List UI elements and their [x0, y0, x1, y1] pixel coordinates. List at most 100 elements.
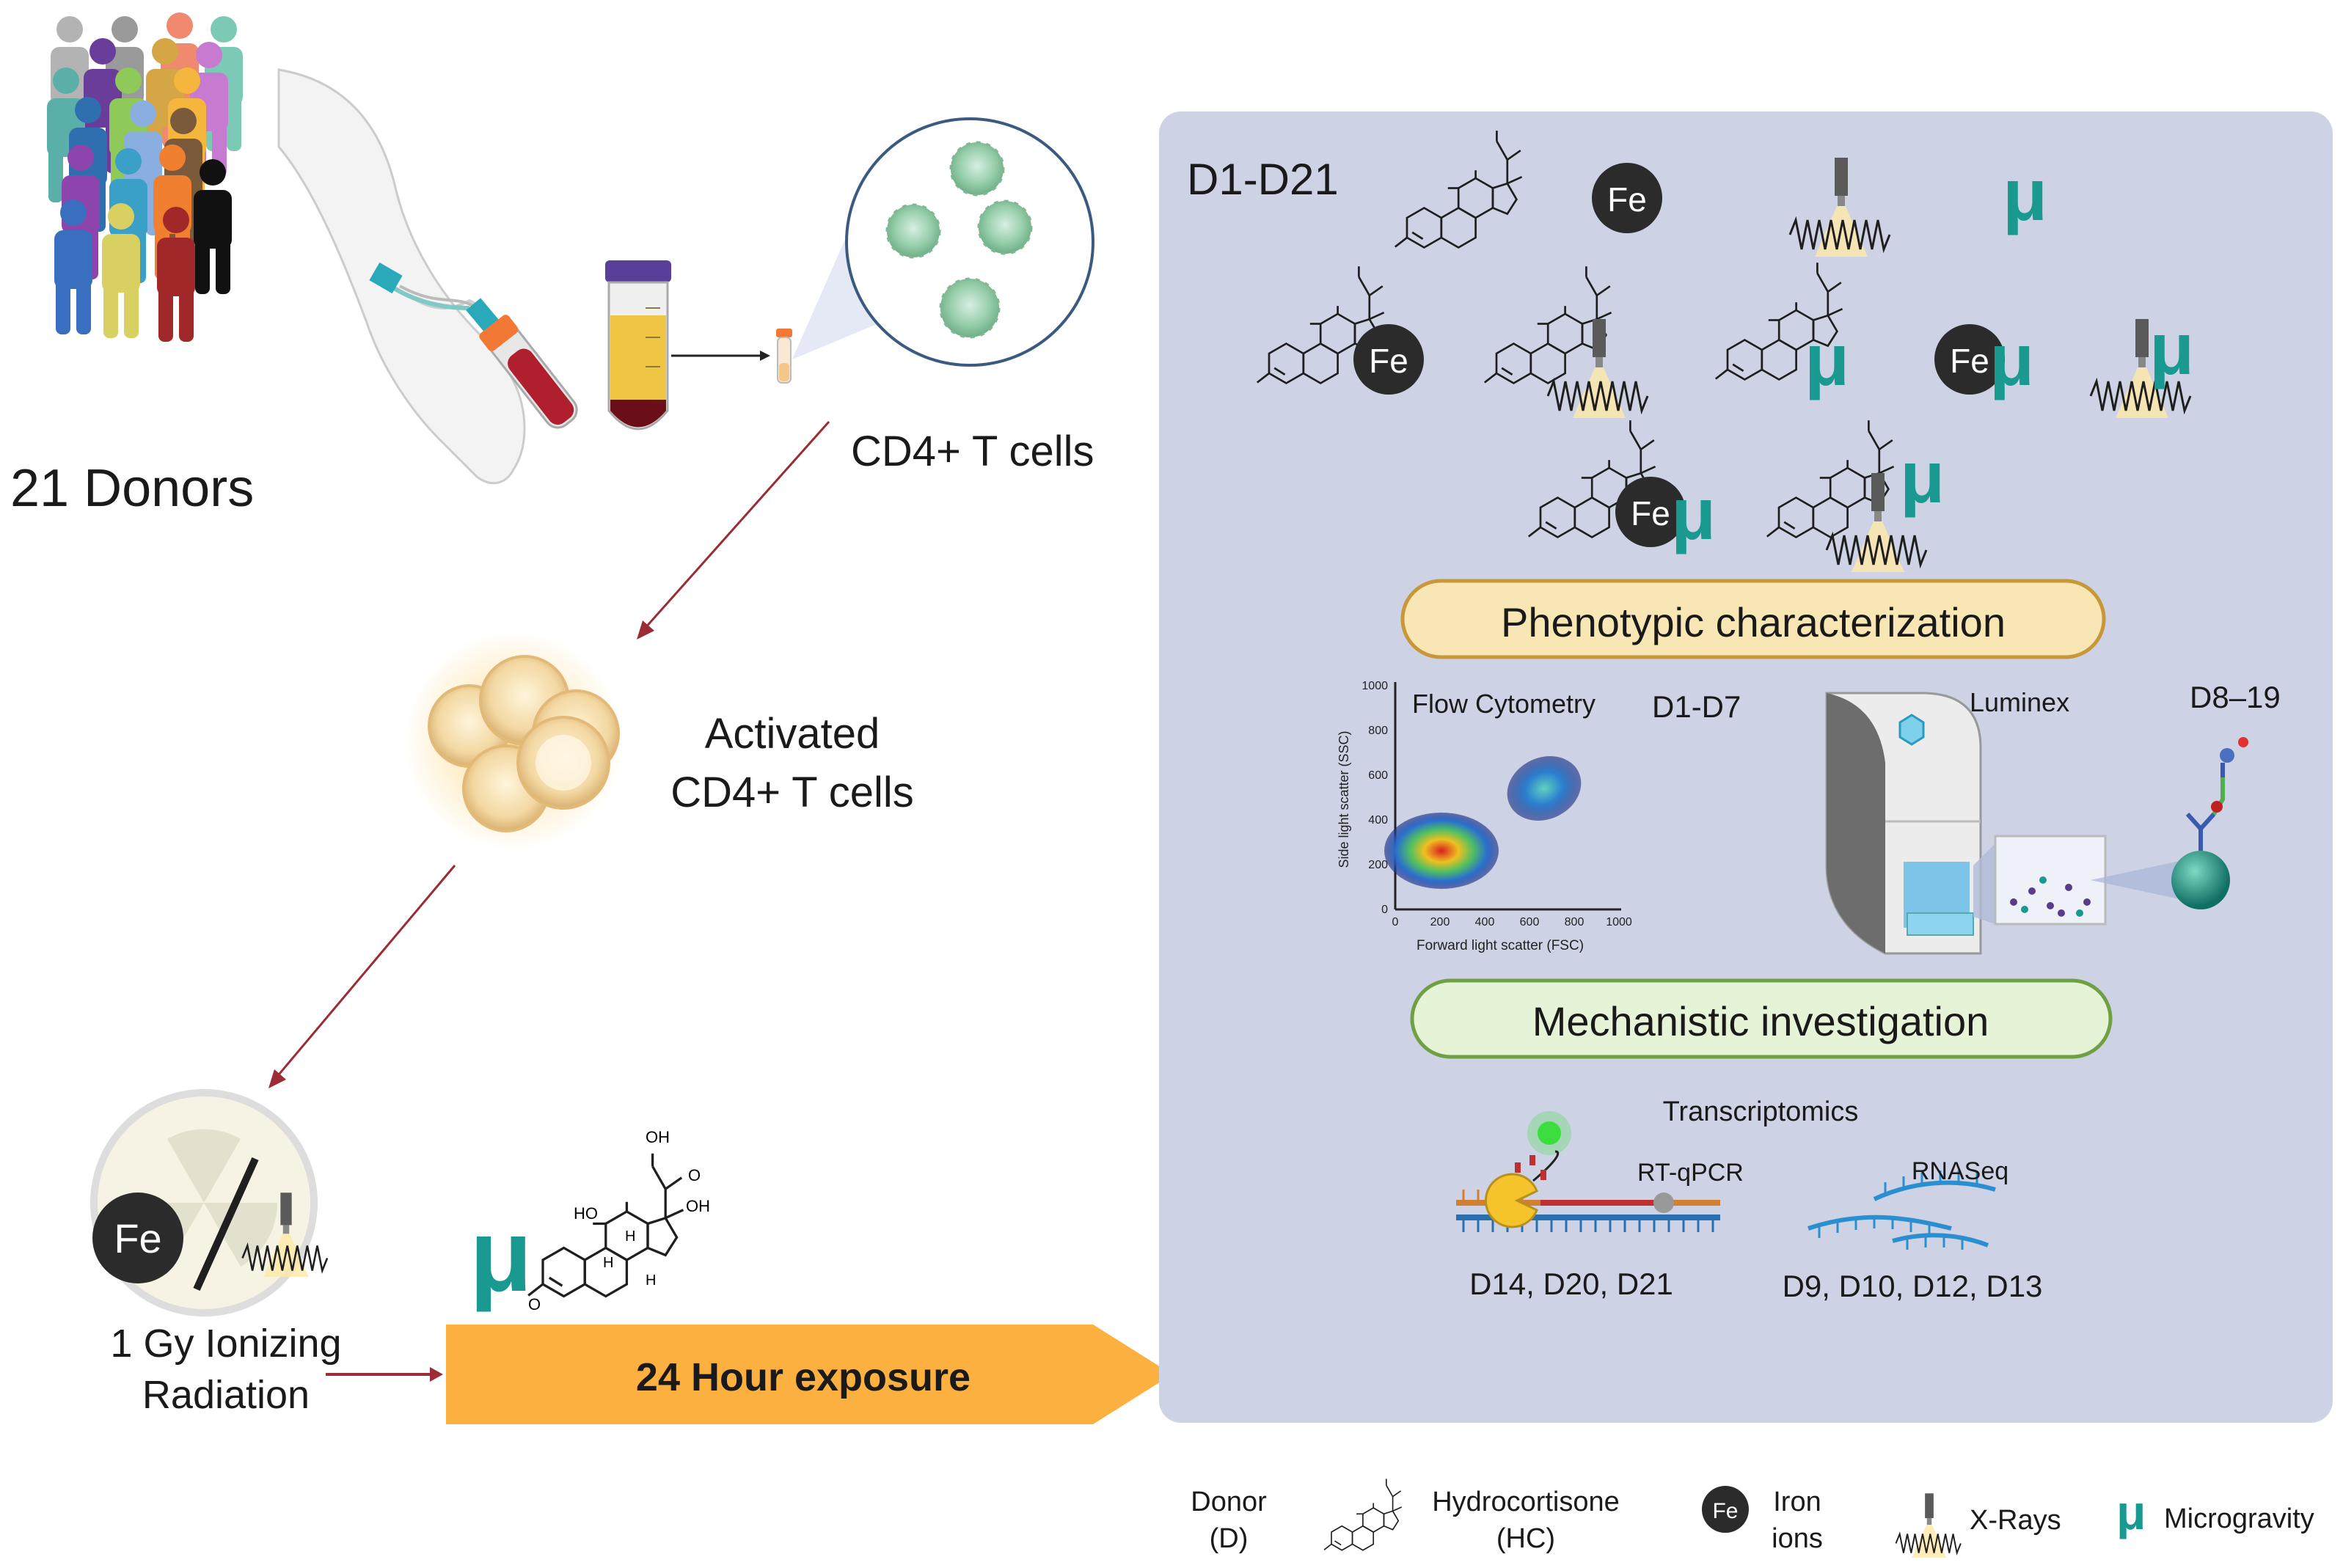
- rtqpcr-label: RT-qPCR: [1637, 1159, 1744, 1187]
- donor-crowd-icon: [47, 12, 243, 342]
- iron-ion-symbol: Fe: [1950, 342, 1989, 380]
- legend-iron-line1: Iron: [1773, 1487, 1821, 1517]
- activated-label-line2: CD4+ T cells: [670, 769, 914, 816]
- molecule-ho: HO: [574, 1204, 598, 1223]
- iron-ion-symbol: Fe: [1607, 180, 1647, 219]
- iron-ion-icon: [92, 1193, 183, 1283]
- days-label: D1-D21: [1187, 155, 1339, 204]
- arrowhead: [760, 351, 770, 361]
- legend-iron-icon: [1702, 1486, 1749, 1533]
- molecule-h: H: [646, 1272, 656, 1289]
- flow-ytick: 0: [1381, 904, 1388, 916]
- results-panel: [1159, 111, 2333, 1423]
- legend-iron-symbol: Fe: [1712, 1499, 1738, 1523]
- flow-population-1: [1384, 813, 1499, 889]
- flow-ylabel: Side light scatter (SSC): [1337, 730, 1351, 868]
- cd4-cells-zoom-icon: [845, 117, 1094, 367]
- microgravity-icon: μ: [2003, 154, 2047, 236]
- rt-qpcr-icon: [1456, 1111, 1720, 1232]
- luminex-days: D8–19: [2190, 680, 2281, 714]
- legend-donor-line2: (D): [1210, 1523, 1249, 1554]
- flow-cytometry-plot: 0 200 400 600 800 1000 0 200 400 600 800…: [1337, 680, 1632, 953]
- flow-days: D1-D7: [1652, 689, 1741, 724]
- legend-hc-line2: (HC): [1496, 1523, 1555, 1554]
- flow-ytick: 800: [1368, 725, 1388, 737]
- flow-xlabel: Forward light scatter (FSC): [1417, 938, 1584, 953]
- exposure-arrow: [446, 1325, 1172, 1424]
- molecule-h: H: [625, 1228, 635, 1245]
- centrifuge-tube-icon: [605, 260, 671, 431]
- mechanistic-section-header: [1410, 978, 2113, 1059]
- flow-xtick: 0: [1392, 916, 1399, 928]
- arrowhead: [637, 620, 654, 640]
- flow-ytick: 600: [1368, 769, 1388, 782]
- radiation-label-line2: Radiation: [142, 1373, 310, 1417]
- exposure-label: 24 Hour exposure: [636, 1355, 971, 1399]
- luminex-label: Luminex: [1970, 687, 2069, 717]
- phenotypic-section-header: [1400, 579, 2106, 659]
- flow-ytick: 1000: [1361, 680, 1388, 692]
- flow-xtick: 800: [1565, 916, 1584, 928]
- molecule-o: O: [528, 1295, 541, 1314]
- hc-fe-microgravity-combo-icon: Fe μ: [1527, 419, 1716, 555]
- molecule-h: H: [603, 1255, 613, 1271]
- arm-blood-draw-icon: [277, 68, 578, 485]
- molecule-o: O: [688, 1166, 701, 1184]
- legend-xray-icon: [1895, 1492, 1962, 1558]
- legend-xrays: X-Rays: [1970, 1505, 2061, 1536]
- legend-microgravity: Microgravity: [2164, 1503, 2314, 1534]
- legend-hc-line1: Hydrocortisone: [1432, 1487, 1620, 1517]
- hc-xray-microgravity-combo-icon: μ: [1766, 419, 1945, 574]
- microgravity-symbol: μ: [1900, 436, 1945, 519]
- legend-iron-line2: ions: [1772, 1523, 1823, 1554]
- rnaseq-days: D9, D10, D12, D13: [1783, 1269, 2043, 1303]
- hc-microgravity-combo-icon: μ: [1714, 261, 1849, 401]
- mechanistic-label: Mechanistic investigation: [1532, 998, 1989, 1044]
- flow-population-2: [1507, 756, 1582, 821]
- rtqpcr-days: D14, D20, D21: [1469, 1267, 1673, 1301]
- microgravity-symbol: μ: [1805, 319, 1849, 401]
- radiation-icon: Fe: [90, 1089, 329, 1316]
- flow-xtick: 1000: [1606, 916, 1632, 928]
- phenotypic-label: Phenotypic characterization: [1501, 599, 2006, 645]
- transcriptomics-label: Transcriptomics: [1663, 1096, 1859, 1127]
- xray-microgravity-combo-icon: μ: [2089, 308, 2194, 420]
- hc-fe-combo-icon: Fe: [1256, 265, 1424, 395]
- activated-label-line1: Activated: [705, 710, 880, 758]
- microgravity-symbol: μ: [1989, 319, 2034, 401]
- cd4-label: CD4+ T cells: [851, 428, 1094, 475]
- rnaseq-label: RNASeq: [1912, 1157, 2008, 1185]
- arrowhead: [268, 1069, 286, 1088]
- legend: Donor (D) Hydrocortisone (HC) Fe Iron io…: [1191, 1478, 2314, 1558]
- microgravity-symbol: μ: [1671, 473, 1716, 555]
- cell-vial-icon: [776, 329, 792, 384]
- flow-ytick: 400: [1368, 814, 1388, 827]
- flow-title: Flow Cytometry: [1412, 689, 1595, 719]
- flow-xtick: 400: [1475, 916, 1495, 928]
- donors-label: 21 Donors: [10, 459, 254, 518]
- iron-ion-symbol: Fe: [114, 1215, 161, 1261]
- rnaseq-icon: [1807, 1170, 1996, 1250]
- flow-xtick: 200: [1430, 916, 1450, 928]
- microgravity-icon: μ: [469, 1198, 533, 1313]
- microgravity-symbol: μ: [2149, 308, 2194, 390]
- flow-xtick: 600: [1520, 916, 1540, 928]
- activated-cells-icon: [403, 631, 624, 851]
- arrowhead: [430, 1367, 443, 1382]
- legend-donor-line1: Donor: [1191, 1487, 1267, 1517]
- iron-ion-symbol: Fe: [1631, 494, 1670, 532]
- molecule-oh: OH: [686, 1197, 710, 1215]
- legend-microgravity-icon: μ: [2116, 1485, 2146, 1539]
- fe-microgravity-combo-icon: Fe μ: [1934, 319, 2034, 401]
- legend-hydrocortisone-icon: [1323, 1478, 1403, 1551]
- luminex-device-icon: [1825, 692, 2248, 955]
- hydrocortisone-icon: O HO OH OH O H H H: [527, 1128, 710, 1314]
- flow-ytick: 200: [1368, 859, 1388, 871]
- iron-ion-symbol: Fe: [1369, 342, 1408, 380]
- molecule-oh: OH: [646, 1128, 670, 1146]
- arrow-to-activated: [643, 421, 830, 630]
- iron-ion-icon: Fe: [1592, 163, 1662, 233]
- arrow-to-radiation: [274, 865, 456, 1079]
- radiation-label-line1: 1 Gy Ionizing: [110, 1322, 341, 1366]
